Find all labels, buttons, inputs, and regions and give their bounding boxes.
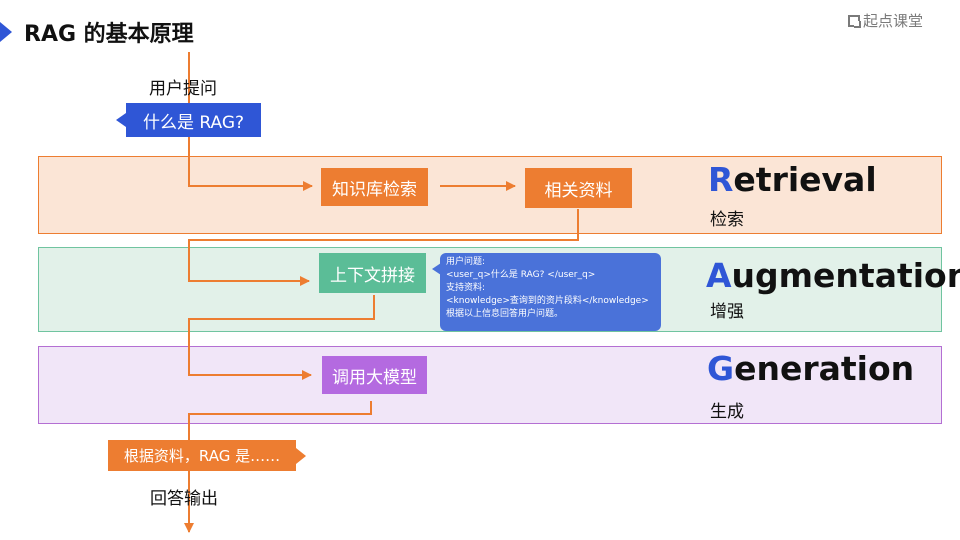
answer-label: 回答输出 <box>150 489 218 509</box>
prompt-line: 支持资料: <box>446 283 486 293</box>
generation-cn-label: 生成 <box>710 402 744 422</box>
prompt-line: <knowledge>查询到的资片段料</knowledge> <box>446 296 649 306</box>
question-bubble-tail <box>116 113 126 127</box>
title-marker-icon <box>0 22 12 42</box>
generation-rest: eneration <box>734 349 915 388</box>
arrow-docs-to-concat <box>188 209 579 286</box>
logo-mark-icon <box>848 14 861 28</box>
retrieval-cn-label: 检索 <box>710 210 744 230</box>
prompt-template-box: 用户问题: <user_q>什么是 RAG? </user_q> 支持资料: <… <box>440 253 661 331</box>
answer-bubble: 根据资料，RAG 是…… <box>108 440 296 471</box>
question-label: 用户提问 <box>149 79 217 99</box>
answer-bubble-tail <box>296 448 306 464</box>
arrow-llm-to-output <box>184 401 372 533</box>
prompt-line: <user_q>什么是 RAG? </user_q> <box>446 270 596 280</box>
retrieval-rest: etrieval <box>733 160 877 199</box>
context-concat-node: 上下文拼接 <box>319 253 426 293</box>
prompt-bubble-tail <box>432 263 441 275</box>
related-docs-node: 相关资料 <box>525 168 632 208</box>
augmentation-rest: ugmentation <box>731 256 960 295</box>
call-llm-node: 调用大模型 <box>322 356 427 394</box>
augmentation-initial: A <box>706 256 732 295</box>
generation-title: Generation <box>707 349 914 388</box>
brand-logo: 起点课堂 <box>848 10 923 31</box>
question-bubble: 什么是 RAG? <box>126 103 261 137</box>
prompt-line: 用户问题: <box>446 257 486 267</box>
logo-text: 起点课堂 <box>863 12 924 30</box>
prompt-line: 根据以上信息回答用户问题。 <box>446 309 564 319</box>
augmentation-title: Augmentation <box>706 256 960 295</box>
page-title: RAG 的基本原理 <box>24 22 194 47</box>
arrow-concat-to-llm <box>188 295 375 380</box>
arrow-question-to-search <box>188 52 313 191</box>
generation-initial: G <box>707 349 735 388</box>
retrieval-title: Retrieval <box>708 160 877 199</box>
knowledge-search-node: 知识库检索 <box>321 168 428 206</box>
augmentation-cn-label: 增强 <box>710 302 744 322</box>
retrieval-initial: R <box>708 160 734 199</box>
